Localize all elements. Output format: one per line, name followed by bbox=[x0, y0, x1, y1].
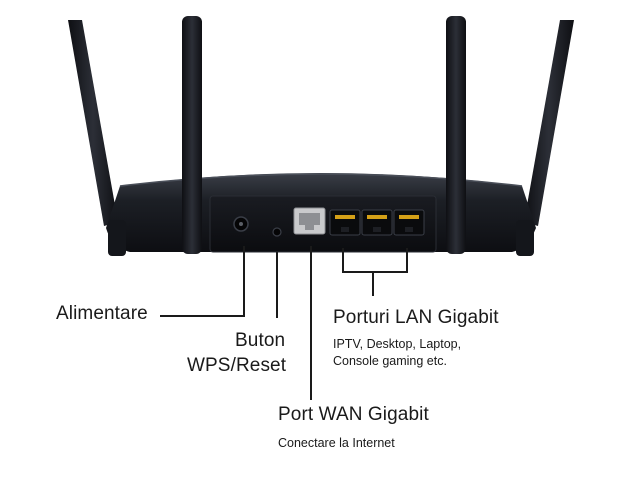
label-lan-desc-line1: IPTV, Desktop, Laptop, bbox=[333, 337, 462, 351]
antenna-inner-left bbox=[182, 16, 202, 254]
label-wps-reset-line2: WPS/Reset bbox=[187, 355, 287, 376]
label-lan-title: Porturi LAN Gigabit bbox=[333, 307, 499, 328]
wan-port-icon bbox=[293, 207, 326, 235]
lan-port-1-icon bbox=[329, 209, 361, 236]
label-wan-desc: Conectare la Internet bbox=[278, 436, 395, 450]
leader-line-power bbox=[160, 246, 245, 317]
antenna-outer-left bbox=[68, 20, 118, 226]
bracket-lan bbox=[342, 248, 408, 296]
reset-button-icon bbox=[272, 227, 282, 237]
lan-port-2-icon bbox=[361, 209, 393, 236]
label-wan-title: Port WAN Gigabit bbox=[278, 404, 429, 425]
label-lan-desc-line2: Console gaming etc. bbox=[333, 354, 447, 368]
antenna-outer-right bbox=[524, 20, 574, 226]
label-wps-reset-line1: Buton bbox=[235, 330, 286, 351]
antenna-inner-right bbox=[446, 16, 466, 254]
power-jack-icon bbox=[233, 216, 249, 232]
label-power: Alimentare bbox=[56, 303, 148, 324]
lan-port-3-icon bbox=[393, 209, 425, 236]
